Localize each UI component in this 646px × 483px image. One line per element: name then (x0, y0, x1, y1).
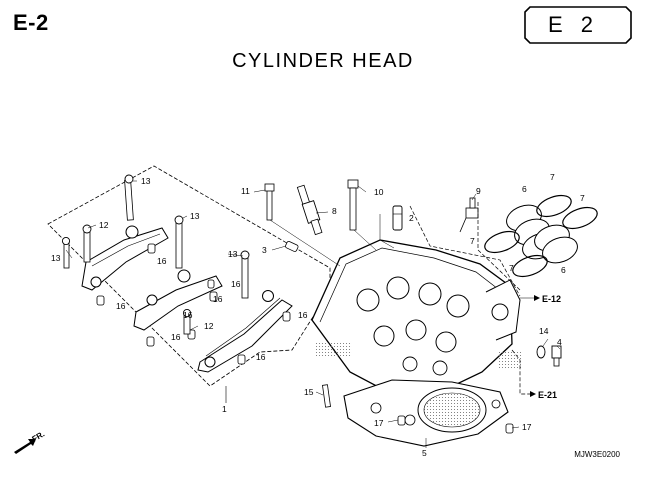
sensor-9 (459, 197, 479, 233)
callout-12[interactable]: 12 (99, 220, 109, 230)
dowel-pin-right (505, 423, 514, 434)
callout-15[interactable]: 15 (304, 387, 314, 397)
stud-bolt (322, 384, 331, 408)
callout-16[interactable]: 16 (231, 279, 241, 289)
front-direction-arrow (14, 439, 36, 454)
assembly-outline-1 (47, 165, 331, 387)
dowel-pin-left (397, 415, 406, 426)
bolt-4 (551, 345, 562, 367)
callout-16[interactable]: 16 (183, 310, 193, 320)
leader-10 (353, 229, 377, 251)
cam-holder-lower (182, 250, 293, 373)
band-clamp-1 (536, 194, 572, 218)
leader-11 (269, 219, 341, 267)
front-direction-label: FR. (31, 429, 47, 443)
reference-e12[interactable]: E-12 (542, 294, 561, 304)
page-title: CYLINDER HEAD (232, 50, 414, 72)
callout-5[interactable]: 5 (422, 448, 427, 458)
callout-11[interactable]: 11 (241, 186, 250, 196)
callout-9[interactable]: 9 (476, 186, 481, 196)
cam-holder-upper (61, 174, 169, 306)
head-gasket (343, 379, 509, 447)
callout-10[interactable]: 10 (374, 187, 384, 197)
callout-8[interactable]: 8 (332, 206, 337, 216)
callout-14[interactable]: 14 (539, 326, 549, 336)
callout-13[interactable]: 13 (228, 249, 238, 259)
section-tab-label: E 2 (548, 12, 600, 37)
assembly-outline-4 (511, 349, 534, 395)
section-tab-frame (524, 6, 632, 44)
callout-16[interactable]: 16 (213, 294, 223, 304)
assembly-outline-3 (477, 202, 521, 291)
intake-insulator-lower (534, 224, 578, 264)
section-code: E-2 (13, 10, 49, 35)
callout-4[interactable]: 4 (557, 337, 562, 347)
callout-17[interactable]: 17 (522, 422, 532, 432)
callout-13[interactable]: 13 (51, 253, 61, 263)
callout-13[interactable]: 13 (141, 176, 151, 186)
spark-plug (296, 184, 323, 236)
seal-3 (285, 241, 299, 252)
band-clamp-3 (484, 230, 520, 254)
callout-leaders (65, 180, 561, 448)
band-clamp-4 (512, 254, 548, 278)
washer-14 (536, 345, 546, 359)
arrow-e12 (534, 295, 540, 301)
callout-7[interactable]: 7 (550, 172, 555, 182)
callout-13[interactable]: 13 (190, 211, 200, 221)
callout-6[interactable]: 6 (522, 184, 527, 194)
callout-7[interactable]: 7 (580, 193, 585, 203)
callout-7[interactable]: 7 (509, 263, 514, 273)
dowel-2 (392, 205, 403, 231)
callout-16[interactable]: 16 (157, 256, 167, 266)
callout-2[interactable]: 2 (409, 213, 414, 223)
callout-7[interactable]: 7 (470, 236, 475, 246)
callout-1[interactable]: 1 (222, 404, 227, 414)
drawing-code: MJW3E0200 (574, 450, 620, 459)
callout-16[interactable]: 16 (116, 301, 126, 311)
callout-12[interactable]: 12 (204, 321, 214, 331)
leader-2 (379, 214, 395, 249)
band-clamp-2 (562, 206, 598, 230)
bolt-11 (264, 183, 275, 221)
cam-holder-middle (133, 215, 223, 347)
callout-6[interactable]: 6 (561, 265, 566, 275)
callout-16[interactable]: 16 (298, 310, 308, 320)
cylinder-head-body (311, 239, 522, 393)
callout-16[interactable]: 16 (256, 352, 266, 362)
assembly-outline-2 (409, 205, 521, 297)
reference-e21[interactable]: E-21 (538, 390, 557, 400)
callout-16[interactable]: 16 (171, 332, 181, 342)
bolt-10 (347, 179, 359, 231)
callout-3[interactable]: 3 (262, 245, 267, 255)
callout-17[interactable]: 17 (374, 418, 384, 428)
arrow-e21 (530, 391, 536, 397)
